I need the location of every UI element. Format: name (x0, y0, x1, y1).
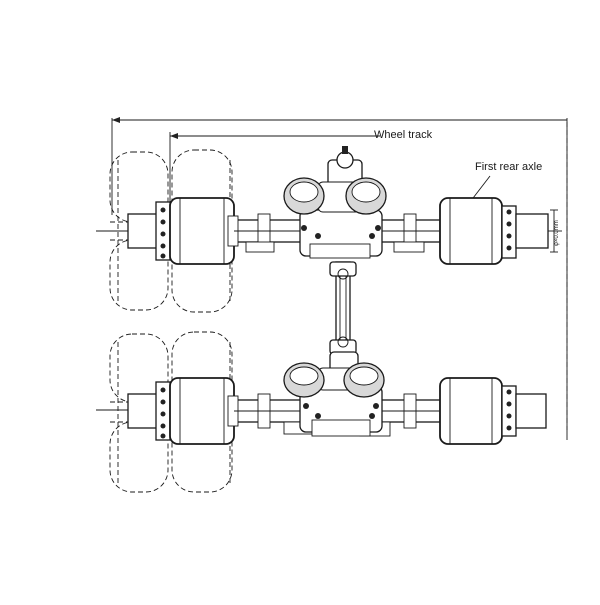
wheel-track-dimension: Wheel track (111, 117, 568, 440)
lower-brake-chambers (283, 362, 385, 398)
second-rear-axle (96, 331, 547, 493)
lower-right-hub (501, 385, 547, 437)
first-rear-axle-label: First rear axle (475, 161, 542, 173)
first-rear-axle: φ×0.0mm (96, 146, 562, 313)
upper-left-brake-drum (169, 197, 235, 265)
lower-left-hub (127, 381, 171, 441)
upper-left-hub (127, 201, 171, 261)
wheel-track-label: Wheel track (374, 129, 433, 141)
upper-brake-chambers (283, 177, 387, 215)
upper-right-brake-drum (439, 197, 503, 265)
propeller-shaft (329, 261, 357, 355)
upper-axle-housing (227, 213, 441, 253)
hub-dimension: φ×0.0mm (550, 209, 560, 253)
lower-right-brake-drum (439, 377, 503, 445)
hub-dimension-label: φ×0.0mm (554, 220, 560, 246)
lower-left-brake-drum (169, 377, 235, 445)
first-rear-axle-callout: First rear axle (469, 161, 542, 203)
upper-right-hub (501, 205, 562, 259)
